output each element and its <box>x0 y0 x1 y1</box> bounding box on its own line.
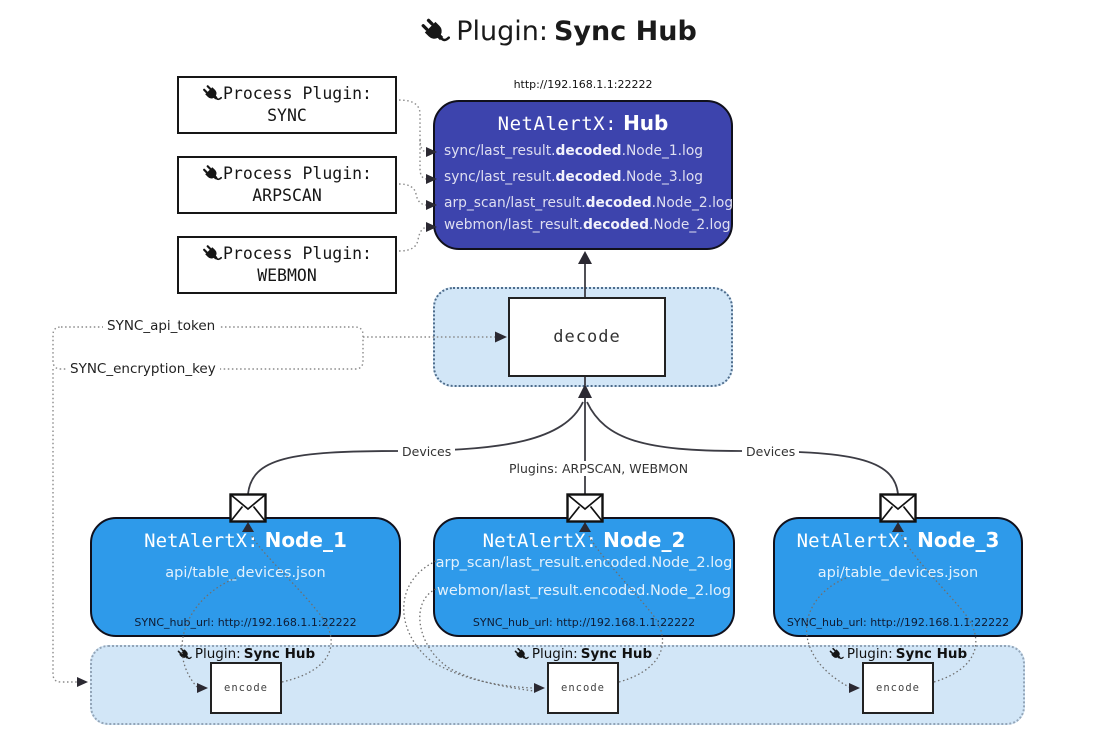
sync-api-token-label: SYNC_api_token <box>103 318 220 334</box>
node-2-box: NetAlertX: Node_2 arp_scan/last_result.e… <box>433 517 735 637</box>
process-plugin-label: Process Plugin: <box>222 83 372 103</box>
plug-icon <box>829 647 844 662</box>
plug-icon <box>202 84 222 104</box>
plugins-label-center: Plugins: ARPSCAN, WEBMON <box>505 461 693 476</box>
node-hub-url: SYNC_hub_url: http://192.168.1.1:22222 <box>472 616 696 629</box>
devices-label-right: Devices <box>742 444 800 459</box>
plug-icon <box>202 244 222 264</box>
process-plugin-label: Process Plugin: <box>222 163 372 183</box>
encode-box-3: encode <box>862 662 934 714</box>
process-plugin-name: SYNC <box>267 106 307 125</box>
node-3-box: NetAlertX: Node_3 api/table_devices.json… <box>773 517 1023 637</box>
node-title: NetAlertX: Node_1 <box>144 528 347 552</box>
encoder-plugin-label-1: Plugin:Sync Hub <box>177 646 315 662</box>
node-1-box: NetAlertX: Node_1 api/table_devices.json… <box>90 517 401 637</box>
page-title: Plugin: Sync Hub <box>0 16 1117 47</box>
decode-box: decode <box>508 297 666 377</box>
encode-box-1: encode <box>210 662 282 714</box>
encoder-plugin-label-2: Plugin:Sync Hub <box>514 646 652 662</box>
plug-icon <box>514 647 529 662</box>
process-plugin-label: Process Plugin: <box>222 243 372 263</box>
page-title-bold: Sync Hub <box>553 16 697 47</box>
hub-title-bold: Hub <box>623 111 669 135</box>
page-title-prefix: Plugin: <box>456 16 548 47</box>
plugin-to-hub-connectors <box>398 99 428 252</box>
node-title: NetAlertX: Node_2 <box>482 528 686 552</box>
node-file-line: api/table_devices.json <box>817 565 979 581</box>
process-plugin-sync: Process Plugin: SYNC <box>177 76 397 134</box>
encode-box-2: encode <box>547 662 619 714</box>
decode-label: decode <box>553 327 621 347</box>
node-hub-url: SYNC_hub_url: http://192.168.1.1:22222 <box>786 616 1010 629</box>
hub-log-line: sync/last_result.decoded.Node_1.log <box>444 143 704 159</box>
node-hub-url: SYNC_hub_url: http://192.168.1.1:22222 <box>134 616 357 629</box>
process-plugin-arpscan: Process Plugin: ARPSCAN <box>177 156 397 214</box>
process-plugin-webmon: Process Plugin: WEBMON <box>177 236 397 294</box>
node-file-line: api/table_devices.json <box>165 565 326 581</box>
hub-title-prefix: NetAlertX: <box>497 113 618 135</box>
hub-box: NetAlertX: Hub sync/last_result.decoded.… <box>433 100 733 250</box>
plug-icon <box>202 164 222 184</box>
sync-encryption-key-label: SYNC_encryption_key <box>66 361 220 377</box>
node-file-line: webmon/last_result.encoded.Node_2.log <box>436 583 731 599</box>
hub-log-line: webmon/last_result.decoded.Node_2.log <box>444 217 731 233</box>
process-plugin-name: ARPSCAN <box>252 186 322 205</box>
encoder-plugin-label-3: Plugin:Sync Hub <box>829 646 967 662</box>
plug-icon <box>177 647 192 662</box>
plug-icon <box>420 17 450 47</box>
hub-log-line: sync/last_result.decoded.Node_3.log <box>444 169 704 185</box>
hub-url: http://192.168.1.1:22222 <box>513 78 653 91</box>
hub-title: NetAlertX: Hub <box>435 111 731 135</box>
process-plugin-name: WEBMON <box>257 266 317 285</box>
hub-log-line: arp_scan/last_result.decoded.Node_2.log <box>444 195 734 211</box>
node-file-line: arp_scan/last_result.encoded.Node_2.log <box>435 555 733 571</box>
devices-label-left: Devices <box>398 444 456 459</box>
node-title: NetAlertX: Node_3 <box>796 528 1000 552</box>
